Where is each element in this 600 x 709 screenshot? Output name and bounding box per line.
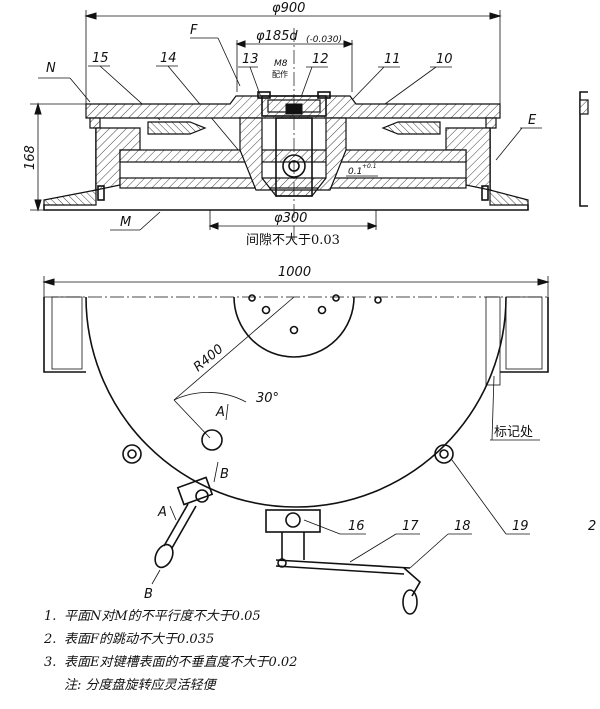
note-remark: 注: 分度盘旋转应灵活轻便 [64,678,216,693]
dim-phi185-tolerance: (-0.030) [306,35,342,45]
mark-location-label: 标记处 [494,425,533,440]
part-10: 10 [436,52,453,67]
note-1: 1.平面N对M的不平行度不大于0.05 [44,609,261,624]
edge-label-2: 2 [588,519,596,534]
part-15: 15 [92,51,109,66]
label-F: F [190,23,198,38]
section-A-label-2: A [157,505,167,520]
label-m8-note: 配作 [272,69,288,79]
part-16: 16 [348,519,365,534]
dim-gap: 0.1 [348,167,362,177]
label-E: E [528,113,537,128]
section-B-label-1: B [220,467,229,482]
section-view: φ900 φ185d (-0.030) F N 15 14 13 M8 配作 1… [23,1,589,248]
part-14: 14 [160,51,177,66]
note-2: 2.表面F的跳动不大于0.035 [44,632,215,647]
plan-view: 1000 R400 30° A B [42,265,596,615]
part-18: 18 [454,519,471,534]
part-17: 17 [402,519,419,534]
technical-notes: 1.平面N对M的不平行度不大于0.05 2.表面F的跳动不大于0.035 3.表… [44,605,584,697]
dim-angle-30: 30° [256,391,279,406]
dim-1000: 1000 [278,265,311,280]
dim-phi300: φ300 [274,211,307,226]
label-m8: M8 [274,59,288,69]
part-12: 12 [312,52,329,67]
part-19: 19 [512,519,529,534]
dim-height-168: 168 [23,145,38,170]
clearance-note: 间隙不大于0.03 [246,233,340,248]
dim-phi185: φ185d [256,29,298,44]
part-11: 11 [384,52,401,67]
label-M: M [120,215,131,230]
section-B-label-2: B [144,587,153,602]
dim-phi900: φ900 [272,1,305,16]
dim-gap-tolerance: +0.1 [362,163,377,170]
section-A-label-1: A [215,405,225,420]
part-13: 13 [242,52,259,67]
note-3: 3.表面E对键槽表面的不垂直度不大于0.02 [44,655,298,670]
label-N: N [46,61,56,76]
